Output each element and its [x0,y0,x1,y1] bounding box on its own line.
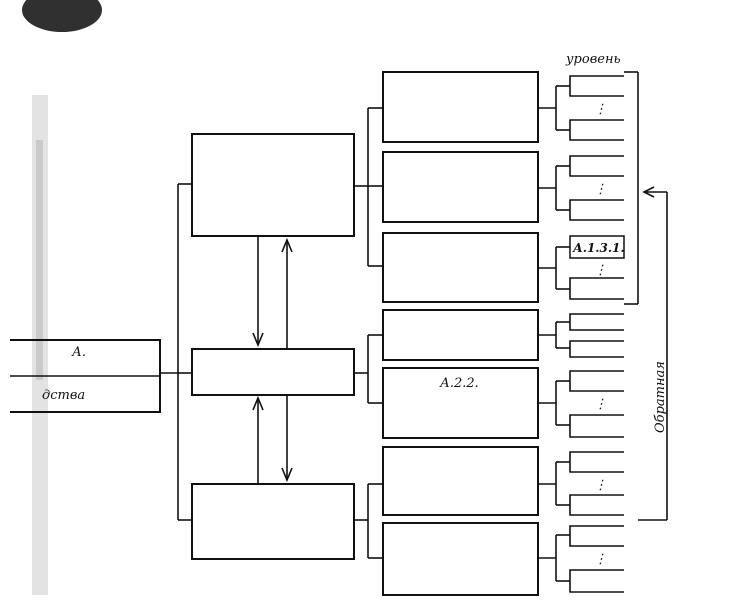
a2-to-a1-arrowhead [281,237,293,253]
a22-ellipsis: ⋮ [594,397,607,412]
level-2-box-a12 [382,151,539,223]
level-3-group-a21 [538,313,624,358]
a22-level-3-box-bottom [569,414,624,438]
level-label: уровень [565,52,621,67]
level-3-group-a13: А.1.3.1. ⋮ [538,235,625,300]
level-1-box-a3 [191,483,355,560]
a31-level-3-box-top [569,451,624,473]
level-3-group-a12: ⋮ [538,155,624,221]
level-2-box-a22-label: А.2.2. [439,376,479,391]
a12-level-3-box-top [569,155,624,177]
root-box-label-top: А. [71,345,86,360]
a31-level-3-box-bottom [569,494,624,516]
level-2-box-a21 [382,309,539,361]
a2-to-a3-arrowhead [281,467,293,483]
level-2-box-a32 [382,522,539,596]
feedback-label: Обратная [653,361,668,433]
a13-level-3-box-bottom [569,277,624,300]
a12-ellipsis: ⋮ [594,182,607,197]
level-annotation: уровень [565,52,639,305]
top-ink-smudge [22,0,102,32]
a131-label: А.1.3.1. [572,241,625,255]
a13-ellipsis: ⋮ [594,263,607,278]
level-3-group-a32: ⋮ [538,525,624,593]
a31-ellipsis: ⋮ [594,478,607,493]
root-connectors [160,183,192,521]
a22-level-3-box-top [569,370,624,392]
level-3-group-a11: ⋮ [538,75,624,141]
a21-level-3-box-top [569,313,624,331]
level-2-boxes: А.2.2. [382,71,539,596]
level-2-box-a11 [382,71,539,143]
a32-level-3-box-bottom [569,569,624,593]
a11-level-3-box-bottom [569,119,624,141]
left-scan-noise [32,95,48,595]
level-1-boxes [191,133,355,560]
feedback-loop: Обратная [638,186,668,521]
a21-level-3-box-bottom [569,340,624,358]
a12-level-3-box-bottom [569,199,624,221]
root-box-label-bottom: дства [42,388,85,403]
left-scan-noise-dark [36,140,43,380]
root-box-group: А. дства [10,339,161,413]
a3-to-a2-arrowhead [252,395,264,411]
feedback-arrowhead [642,186,655,198]
level-2-box-a13 [382,232,539,303]
a32-ellipsis: ⋮ [594,552,607,567]
level-3-group-a31: ⋮ [538,451,624,516]
a11-level-3-box-top [569,75,624,97]
level-2-connectors [354,107,383,559]
scan-noise [22,0,102,595]
level-3-group-a22: ⋮ [538,370,624,438]
a1-to-a2-arrowhead [252,332,264,348]
level-2-box-a31 [382,446,539,516]
a11-ellipsis: ⋮ [594,102,607,117]
level-1-box-a1 [191,133,355,237]
level-1-interconnections [252,236,293,484]
a131-box [569,235,625,259]
a32-level-3-box-top [569,525,624,547]
level-1-box-a2 [191,348,355,396]
